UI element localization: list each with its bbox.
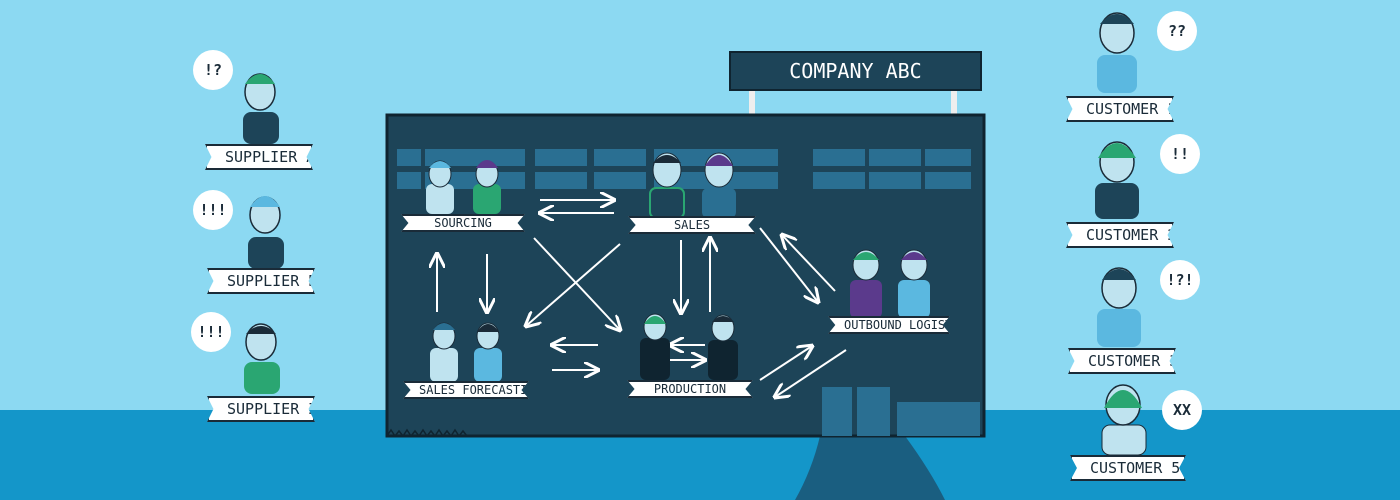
production-people xyxy=(640,313,738,380)
customer-1-bubble: ?? xyxy=(1157,11,1197,51)
department-production-label: PRODUCTION xyxy=(627,380,753,398)
arrow-logistics-to-production xyxy=(775,349,847,397)
customer-2-label: CUSTOMER 2 xyxy=(1066,222,1174,248)
arrow-logistics-to-sales xyxy=(782,235,836,292)
sign-post-right xyxy=(951,90,957,116)
loading-doors xyxy=(822,387,980,436)
outbound-logistics-people xyxy=(850,249,930,318)
supplier-b-label: SUPPLIER B xyxy=(207,268,315,294)
customer-3-label: CUSTOMER 3 xyxy=(1068,348,1176,374)
arrow-production-to-logistics xyxy=(759,346,812,381)
supplier-z-label: SUPPLIER Z xyxy=(207,396,315,422)
arrow-sourcing-to-production xyxy=(533,237,620,330)
arrow-sales-to-logistics xyxy=(759,227,818,302)
customer-1-person xyxy=(1097,12,1137,93)
arrow-sales-to-forecast xyxy=(526,243,621,326)
people xyxy=(243,12,1147,456)
supplier-a-bubble: !? xyxy=(193,50,233,90)
department-sourcing-label: SOURCING xyxy=(401,214,525,232)
customer-50-label: CUSTOMER 50 xyxy=(1070,455,1186,481)
sign-post-left xyxy=(749,90,755,116)
grass-edge xyxy=(386,428,468,438)
customer-3-bubble: !?! xyxy=(1160,260,1200,300)
customer-2-person xyxy=(1095,141,1139,219)
flow-arrows xyxy=(437,200,847,397)
company-sign: COMPANY ABC xyxy=(729,51,982,91)
sales-people xyxy=(649,152,736,219)
supplier-z-person xyxy=(244,323,280,394)
sales-forecasting-people xyxy=(430,322,502,382)
department-sales-forecasting-label: SALES FORECASTING xyxy=(403,381,529,399)
department-sales-label: SALES xyxy=(628,216,756,234)
customer-1-label: CUSTOMER 1 xyxy=(1066,96,1174,122)
supplier-a-person xyxy=(243,73,279,144)
customer-3-person xyxy=(1097,267,1141,347)
building-windows xyxy=(397,149,971,189)
supplier-z-bubble: !!! xyxy=(191,312,231,352)
customer-50-person xyxy=(1101,384,1147,456)
supplier-b-bubble: !!! xyxy=(193,190,233,230)
supplier-b-person xyxy=(248,196,284,269)
sourcing-people xyxy=(426,160,501,214)
road xyxy=(795,436,945,500)
supplier-a-label: SUPPLIER A xyxy=(205,144,313,170)
customer-2-bubble: !! xyxy=(1160,134,1200,174)
customer-50-bubble: XX xyxy=(1162,390,1202,430)
department-outbound-logistics-label: OUTBOUND LOGISTICS xyxy=(828,316,950,334)
